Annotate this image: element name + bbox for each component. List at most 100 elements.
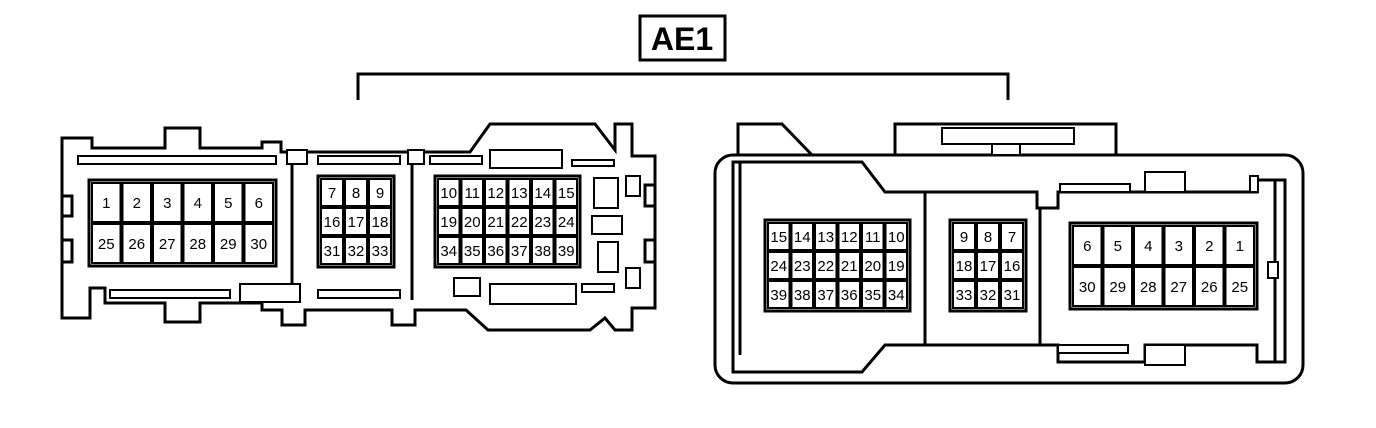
- pin-cavity: [460, 207, 484, 236]
- pin-number: 18: [956, 258, 973, 275]
- pin-cavity: [182, 182, 213, 223]
- pin-cavity: [554, 178, 578, 207]
- pin-number: 9: [960, 229, 968, 246]
- pin-number: 2: [133, 195, 141, 212]
- pin-cavity: [884, 280, 908, 309]
- pin-number: 13: [817, 229, 834, 246]
- pin-cavity: [507, 236, 531, 265]
- pin-cavity: [213, 223, 244, 264]
- pin-number: 30: [250, 236, 267, 253]
- pin-number: 23: [534, 214, 551, 231]
- pin-cavity: [976, 280, 1000, 309]
- pin-number: 27: [1170, 279, 1187, 296]
- pin-number: 25: [1231, 279, 1248, 296]
- pin-cavity: [861, 251, 885, 280]
- pin-number: 30: [1079, 279, 1096, 296]
- pin-cavity: [531, 207, 555, 236]
- pin-number: 8: [352, 185, 360, 202]
- pin-number: 39: [558, 243, 575, 260]
- pin-number: 7: [328, 185, 336, 202]
- pin-number: 9: [376, 185, 384, 202]
- pin-number: 8: [984, 229, 992, 246]
- pin-number: 4: [1144, 238, 1152, 255]
- pin-cavity: [861, 280, 885, 309]
- pin-number: 19: [888, 258, 905, 275]
- pin-number: 23: [794, 258, 811, 275]
- pin-cavity: [531, 178, 555, 207]
- pin-number: 12: [487, 185, 504, 202]
- pin-cavity: [814, 251, 838, 280]
- pin-cavity: [484, 236, 508, 265]
- pin-cavity: [767, 280, 791, 309]
- pin-cavity: [837, 251, 861, 280]
- pin-number: 12: [841, 229, 858, 246]
- pin-number: 5: [224, 195, 232, 212]
- pin-cavity: [1163, 225, 1194, 266]
- pin-cavity: [484, 207, 508, 236]
- pin-number: 3: [163, 195, 171, 212]
- pin-cavity: [861, 222, 885, 251]
- pin-number: 20: [464, 214, 481, 231]
- pin-cavity: [344, 207, 368, 236]
- pin-cavity: [121, 182, 152, 223]
- pin-number: 39: [770, 287, 787, 304]
- bracket: [356, 72, 1010, 100]
- pin-number: 13: [511, 185, 528, 202]
- pin-cavity: [767, 251, 791, 280]
- pin-number: 32: [348, 243, 365, 260]
- pin-number: 20: [864, 258, 881, 275]
- pin-cavity: [1224, 266, 1255, 307]
- pin-cavity: [484, 178, 508, 207]
- pin-cavity: [814, 222, 838, 251]
- pin-cavity: [1163, 266, 1194, 307]
- pin-cavity: [554, 236, 578, 265]
- pin-cavity: [884, 251, 908, 280]
- pin-number: 29: [220, 236, 237, 253]
- pin-cavity: [952, 280, 976, 309]
- pin-number: 7: [1008, 229, 1016, 246]
- pin-number: 14: [794, 229, 811, 246]
- pin-number: 1: [102, 195, 110, 212]
- pin-number: 16: [1004, 258, 1021, 275]
- pin-number: 19: [440, 214, 457, 231]
- pin-number: 10: [888, 229, 905, 246]
- pin-cavity: [1000, 251, 1024, 280]
- pin-number: 3: [1175, 238, 1183, 255]
- pin-cavity: [507, 178, 531, 207]
- pin-cavity: [507, 207, 531, 236]
- pin-cavity: [368, 207, 392, 236]
- pin-cavity: [790, 280, 814, 309]
- pin-cavity: [952, 251, 976, 280]
- pin-cavity: [213, 182, 244, 223]
- pin-number: 21: [487, 214, 504, 231]
- pin-number: 24: [770, 258, 787, 275]
- pin-number: 26: [1201, 279, 1218, 296]
- pin-cavity: [121, 223, 152, 264]
- pin-cavity: [1102, 225, 1133, 266]
- pin-cavity: [152, 182, 183, 223]
- pin-number: 34: [888, 287, 905, 304]
- pin-number: 5: [1114, 238, 1122, 255]
- connector-label-text: AE1: [651, 21, 713, 57]
- pin-cavity: [1194, 266, 1225, 307]
- pin-number: 10: [440, 185, 457, 202]
- pin-number: 11: [464, 185, 480, 202]
- pin-cavity: [437, 207, 461, 236]
- pin-cavity: [437, 178, 461, 207]
- pin-number: 38: [534, 243, 551, 260]
- pin-cavity: [460, 236, 484, 265]
- pin-cavity: [976, 251, 1000, 280]
- pin-number: 35: [864, 287, 881, 304]
- pin-number: 25: [98, 236, 115, 253]
- pin-number: 24: [558, 214, 575, 231]
- right-connector-housing: [713, 122, 1305, 385]
- pin-cavity: [790, 222, 814, 251]
- pin-cavity: [1072, 266, 1103, 307]
- pin-cavity: [344, 178, 368, 207]
